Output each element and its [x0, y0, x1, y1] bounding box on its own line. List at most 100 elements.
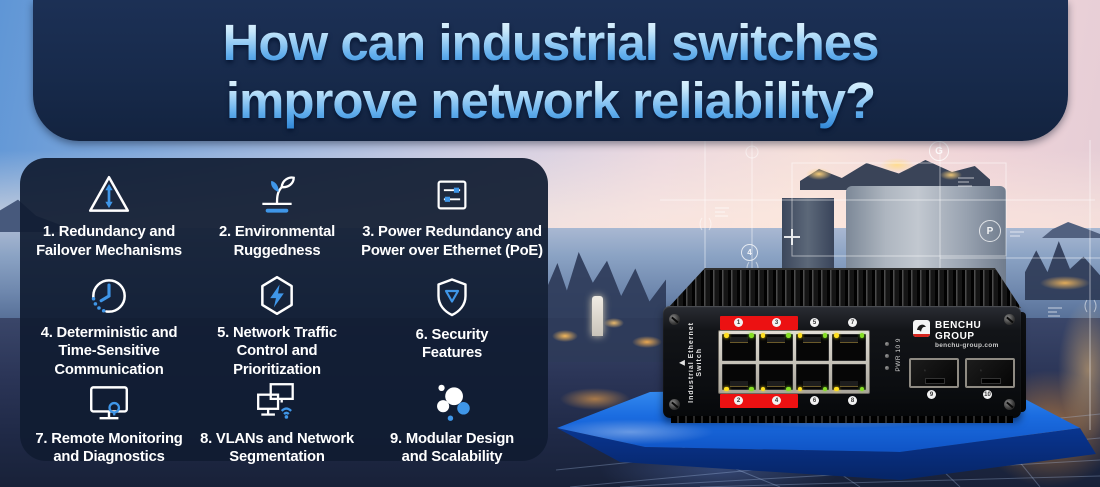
rj45-port: [832, 333, 866, 361]
switch-front-face: ▶ Industrial Ethernet Switch 1 3 5 7: [663, 306, 1021, 418]
sfp-number: 9: [927, 390, 936, 399]
title-banner: How can industrial switches improve netw…: [33, 0, 1068, 141]
port-number: 2: [734, 396, 743, 405]
network-segmentation-icon: [254, 379, 300, 425]
node-symbol: 4: [741, 244, 758, 261]
side-label-line1: Industrial Ethernet: [688, 321, 695, 403]
screw-icon: [669, 399, 680, 410]
feature-security: 6. Security Features: [356, 260, 548, 366]
pwr-label: PWR 10 9: [895, 338, 902, 372]
power-settings-icon: [431, 171, 473, 218]
sfp-number: 10: [983, 390, 992, 399]
rj45-port: [722, 333, 756, 361]
feature-label: 7. Remote Monitoring and Diagnostics: [35, 431, 183, 466]
feature-label: 8. VLANs and Network Segmentation: [200, 431, 354, 466]
logo-red-strip: [913, 333, 930, 337]
port-number-row-top: 1 3 5 7: [718, 318, 870, 328]
led-green: [822, 333, 828, 338]
feature-redundancy: 1. Redundancy and Failover Mechanisms: [20, 158, 198, 260]
benchu-logo-icon: [913, 320, 930, 337]
sfp-port: [965, 358, 1015, 388]
monitor-diagnostics-icon: [86, 379, 132, 425]
led-green: [859, 333, 864, 338]
switch-side-panel: [1019, 312, 1026, 412]
light-glow: [940, 170, 962, 180]
led-yellow: [834, 386, 839, 391]
clock-icon: [86, 273, 132, 319]
side-label: ▶ Industrial Ethernet Switch: [679, 314, 703, 410]
feature-remote-monitoring: 7. Remote Monitoring and Diagnostics: [20, 366, 198, 465]
feature-label: 6. Security Features: [415, 327, 489, 362]
light-glow: [806, 168, 832, 180]
feature-vlans: 8. VLANs and Network Segmentation: [198, 366, 356, 465]
screw-icon: [1004, 399, 1015, 410]
sfp-port: [909, 358, 959, 388]
port-number: 7: [848, 318, 857, 327]
led-yellow: [724, 333, 729, 338]
port-number: 5: [810, 318, 819, 327]
led-yellow: [760, 333, 766, 338]
led-green: [786, 386, 791, 391]
feature-label: 2. Environmental Ruggedness: [218, 224, 336, 259]
status-led: [885, 354, 889, 358]
failover-triangle-icon: [86, 171, 132, 218]
port-number: 1: [734, 318, 743, 327]
feature-deterministic: 4. Deterministic and Time-Sensitive Comm…: [20, 260, 198, 378]
port-bezel: [718, 330, 870, 394]
status-led-column: PWR 10 9: [885, 338, 915, 386]
feature-modular-design: 9. Modular Design and Scalability: [356, 366, 548, 465]
rj45-port: [722, 363, 756, 391]
port-number: 6: [810, 396, 819, 405]
led-green: [749, 386, 754, 391]
light-glow: [632, 336, 662, 348]
led-yellow: [797, 333, 802, 338]
feature-ruggedness: 2. Environmental Ruggedness: [198, 158, 356, 260]
led-yellow: [834, 333, 839, 338]
feature-label: 4. Deterministic and Time-Sensitive Comm…: [40, 325, 178, 378]
features-panel: 1. Redundancy and Failover Mechanisms 2.…: [20, 158, 548, 465]
lightning-hexagon-icon: [254, 273, 300, 319]
port-number-row-bottom: 2 4 6 8: [718, 396, 870, 406]
led-green: [859, 386, 864, 391]
rj45-port-block: 1 3 5 7 2 4 6: [718, 316, 870, 408]
rj45-port: [758, 333, 793, 361]
feature-label: 3. Power Redundancy and Power over Ether…: [361, 224, 543, 259]
led-yellow: [797, 386, 802, 391]
rj45-port: [758, 363, 793, 391]
led-green: [749, 333, 754, 338]
port-number: 4: [772, 396, 781, 405]
rj45-port: [795, 333, 830, 361]
generator-symbol: G: [929, 141, 949, 161]
light-glow: [560, 388, 630, 410]
modular-circles-icon: [429, 379, 475, 425]
led-green: [786, 333, 791, 338]
brand-block: BENCHU GROUP benchu-group.com: [913, 320, 1021, 349]
warm-light-streak: [1058, 300, 1100, 440]
light-glow: [1040, 276, 1090, 290]
rj45-port: [832, 363, 866, 391]
power-symbol: P: [979, 220, 1001, 242]
vent-slots: [671, 416, 1013, 423]
screw-icon: [1004, 314, 1015, 325]
sfp-port-block: 9 10: [909, 358, 1015, 399]
light-glow: [880, 158, 914, 172]
port-number: 3: [772, 318, 781, 327]
feature-label: 9. Modular Design and Scalability: [389, 431, 515, 466]
light-tower: [592, 296, 603, 336]
feature-label: 1. Redundancy and Failover Mechanisms: [36, 224, 182, 259]
side-label-line2: Switch: [696, 347, 703, 377]
screw-icon: [669, 314, 680, 325]
heatsink-fins: [668, 268, 1021, 308]
led-yellow: [724, 386, 729, 391]
light-glow: [604, 318, 624, 328]
feature-power-redundancy: 3. Power Redundancy and Power over Ether…: [356, 158, 548, 260]
status-led: [885, 366, 889, 370]
brand-website: benchu-group.com: [935, 342, 999, 349]
status-led: [885, 342, 889, 346]
rj45-port: [795, 363, 830, 391]
shield-icon: [430, 273, 474, 321]
led-green: [822, 386, 828, 391]
side-label-arrow-icon: ▶: [679, 357, 686, 367]
port-number: 8: [848, 396, 857, 405]
